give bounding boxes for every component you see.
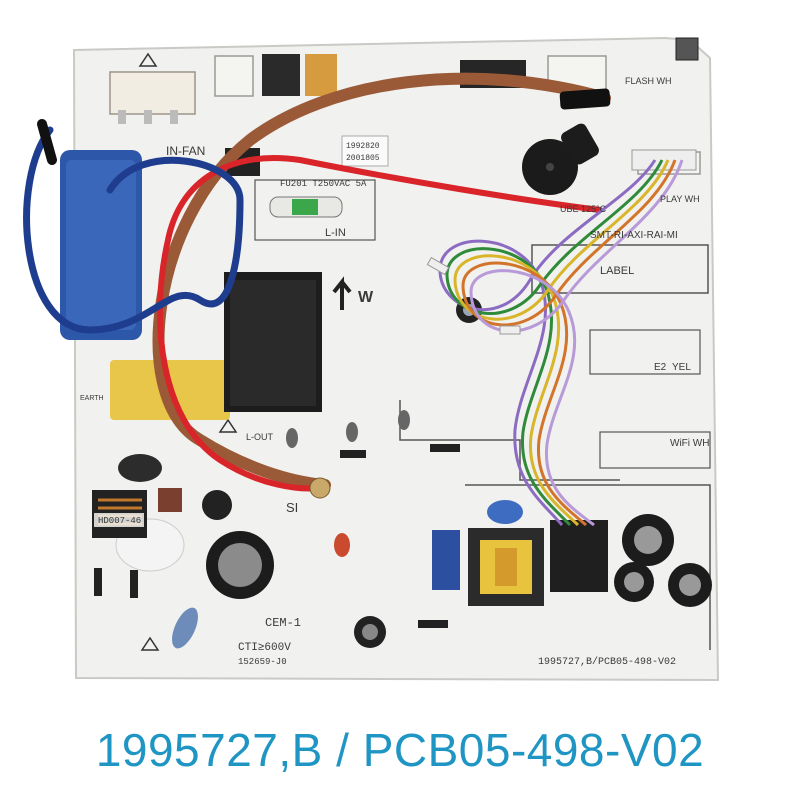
silk-w: W — [358, 289, 374, 306]
wire-red — [156, 155, 603, 492]
varistor — [118, 454, 162, 482]
resistor-blue — [172, 607, 198, 649]
capacitor-top — [561, 123, 599, 165]
wire-harness-yellow — [453, 159, 670, 527]
arrow-up-icon — [332, 276, 352, 310]
connector-black-bottom — [550, 520, 608, 592]
silk-earth: EARTH — [80, 395, 104, 402]
diode — [430, 444, 460, 452]
caption-part-number: 1995727,B / PCB05-498-V02 — [95, 724, 705, 776]
silk-wire-tag: UBE 125°C — [560, 204, 607, 214]
silk-part-number: 1995727,B/PCB05-498-V02 — [538, 656, 676, 668]
sticker — [341, 135, 389, 167]
silk-fuse-label: FU201 T250VAC 5A — [280, 179, 367, 189]
resistor-small — [398, 410, 410, 430]
silk-yel: YEL — [672, 362, 691, 373]
silk-material-code: 152659-J0 — [238, 657, 287, 667]
silk-model: SMT-RI-AXI-RAI-MI — [590, 230, 678, 241]
diode — [418, 620, 448, 628]
wire-brown — [152, 72, 611, 491]
wire-blue-lead — [37, 119, 57, 165]
warning-triangle — [140, 636, 160, 651]
caption-bar: 1995727,B / PCB05-498-V02 — [0, 700, 800, 800]
resistor-small — [286, 428, 298, 448]
diode — [340, 450, 366, 458]
silk-e2: E2 — [654, 362, 667, 373]
electrolytic-cap-small — [202, 490, 232, 520]
wire-blue — [23, 126, 244, 334]
capacitor-blue-small — [432, 530, 460, 590]
wire-harness-lavender — [469, 159, 684, 527]
connector-orange — [305, 54, 337, 96]
connector-black — [262, 54, 300, 96]
silk-l-out: L-OUT — [246, 432, 274, 442]
pcb-photo: IN-FAN FU201 T250VAC 5A 1992820 2001805 … — [23, 36, 720, 682]
wire-tie — [499, 325, 521, 335]
warning-triangle — [138, 52, 158, 67]
wire-sleeve — [559, 88, 611, 110]
warning-triangle — [218, 418, 238, 433]
resistor-small — [346, 422, 358, 442]
silk-label-area: LABEL — [600, 265, 634, 277]
silk-si: SI — [286, 500, 298, 515]
wire-harness-green — [445, 159, 664, 527]
wire-harness-purple — [438, 159, 657, 526]
switch — [675, 37, 699, 61]
capacitor-red-small — [334, 533, 350, 557]
silk-wifi: WiFi WH — [670, 438, 709, 449]
silk-display: PLAY WH — [660, 194, 700, 204]
capacitor-brown — [158, 488, 182, 512]
wire-harness-orange — [461, 159, 677, 527]
wire-terminal — [309, 477, 331, 499]
silk-material-2: CTI≥600V — [238, 642, 291, 654]
wire-tie — [426, 256, 450, 276]
silk-box-fuse — [254, 179, 376, 241]
silk-l-in: L-IN — [325, 227, 346, 239]
silk-sticker-2: 2001805 — [346, 154, 380, 163]
silk-sticker-1: 1992820 — [346, 142, 380, 151]
y-cap-blue — [487, 500, 523, 524]
silk-material-1: CEM-1 — [265, 616, 301, 630]
silk-box-wifi — [599, 431, 711, 469]
diode — [94, 568, 102, 596]
diode — [130, 570, 138, 598]
connector-white-left — [109, 71, 196, 115]
connector-white-2 — [214, 55, 254, 97]
silk-box-e2 — [589, 329, 701, 375]
silk-flash: FLASH WH — [625, 76, 672, 86]
silk-in-fan: IN-FAN — [166, 144, 205, 158]
silk-choke: HD007-46 — [98, 516, 141, 526]
